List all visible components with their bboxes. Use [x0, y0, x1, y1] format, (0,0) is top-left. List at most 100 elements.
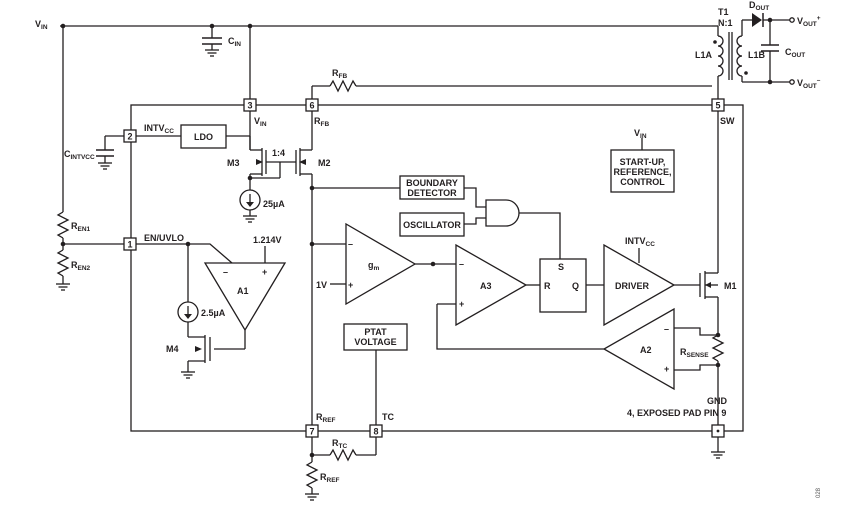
- a2-amplifier: A2 – +: [602, 307, 675, 391]
- vout-negative-terminal: VOUT–: [797, 77, 821, 90]
- svg-text:1: 1: [127, 240, 132, 250]
- transformer-t1: T1 N:1 L1A L1B: [695, 7, 766, 86]
- svg-text:3: 3: [247, 101, 252, 111]
- svg-text:R: R: [544, 281, 551, 291]
- svg-text:A2: A2: [640, 345, 652, 355]
- svg-text:8: 8: [373, 427, 378, 437]
- rtc-resistor: RTC: [312, 438, 376, 462]
- svg-text:2: 2: [127, 132, 132, 142]
- svg-text:RTC: RTC: [332, 438, 347, 450]
- svg-text:CIN: CIN: [228, 36, 241, 48]
- svg-text:VIN: VIN: [254, 116, 267, 128]
- cintvcc-capacitor: CINTVCC: [64, 136, 114, 170]
- svg-text:2.5µA: 2.5µA: [201, 308, 226, 318]
- svg-text:+: +: [348, 280, 353, 290]
- svg-text:1.214V: 1.214V: [253, 235, 282, 245]
- gnd-pin: [711, 424, 725, 438]
- svg-text:DOUT: DOUT: [749, 0, 769, 12]
- svg-text:VOUT–: VOUT–: [797, 77, 821, 90]
- svg-text:6: 6: [309, 101, 314, 111]
- pin-3: 3: [243, 98, 257, 112]
- driver-block: DRIVER: [603, 243, 676, 327]
- svg-text:Q: Q: [572, 281, 579, 291]
- sr-latch: S R Q: [539, 258, 587, 313]
- svg-text:5: 5: [715, 101, 720, 111]
- boundary-detector-block: BOUNDARY DETECTOR: [399, 175, 465, 200]
- svg-text:T1: T1: [718, 7, 729, 17]
- pin-1: 1: [123, 237, 137, 251]
- cout-capacitor: COUT: [761, 20, 805, 82]
- svg-text:BOUNDARY: BOUNDARY: [406, 178, 458, 188]
- svg-text:A1: A1: [237, 286, 249, 296]
- m1-transistor: M1: [699, 271, 737, 299]
- m3-transistor: M3: [227, 148, 267, 190]
- svg-text:RREF: RREF: [316, 412, 336, 424]
- svg-text:EN/UVLO: EN/UVLO: [144, 233, 184, 243]
- svg-text:START-UP,: START-UP,: [620, 157, 666, 167]
- pin-7: 7: [305, 424, 319, 438]
- rref-resistor: RREF: [305, 461, 340, 501]
- pin-6: 6: [305, 98, 319, 112]
- svg-text:RFB: RFB: [332, 68, 347, 80]
- dout-diode: DOUT: [742, 0, 790, 27]
- svg-text:RSENSE: RSENSE: [680, 347, 709, 359]
- startup-reference-control-block: START-UP, REFERENCE, CONTROL: [610, 149, 675, 193]
- pin-8: 8: [369, 424, 383, 438]
- current-source-2-5ua: 2.5µA: [177, 244, 226, 337]
- svg-text:1:4: 1:4: [272, 148, 285, 158]
- svg-text:M2: M2: [318, 158, 331, 168]
- cin-capacitor: CIN: [202, 26, 241, 57]
- svg-text:1V: 1V: [316, 280, 327, 290]
- svg-text:RFB: RFB: [314, 116, 329, 128]
- svg-text:INTVCC: INTVCC: [144, 123, 174, 135]
- current-source-25ua: 25µA: [239, 189, 285, 223]
- svg-text:L1A: L1A: [695, 50, 713, 60]
- svg-text:gm: gm: [368, 260, 380, 272]
- ic-boundary: [130, 104, 744, 432]
- svg-text:–: –: [664, 324, 669, 334]
- svg-text:INTVCC: INTVCC: [625, 236, 655, 248]
- rfb-resistor: RFB: [312, 68, 712, 93]
- svg-text:M4: M4: [166, 344, 179, 354]
- svg-text:M1: M1: [724, 281, 737, 291]
- svg-text:+: +: [459, 299, 464, 309]
- a1-amplifier: A1 – +: [203, 262, 287, 332]
- svg-text:VOUT+: VOUT+: [797, 15, 821, 28]
- svg-text:REN1: REN1: [71, 221, 91, 233]
- oscillator-block: OSCILLATOR: [399, 212, 465, 237]
- svg-text:–: –: [348, 239, 353, 249]
- svg-text:REN2: REN2: [71, 260, 91, 272]
- svg-text:A3: A3: [480, 281, 492, 291]
- svg-text:–: –: [223, 267, 228, 277]
- pin-5: 5: [711, 98, 725, 112]
- ptat-voltage-block: PTAT VOLTAGE: [343, 323, 408, 351]
- svg-text:L1B: L1B: [748, 50, 766, 60]
- svg-text:VOLTAGE: VOLTAGE: [354, 337, 396, 347]
- and-gate: [485, 199, 520, 227]
- ldo-block: LDO: [180, 124, 227, 149]
- svg-text:+: +: [664, 364, 669, 374]
- svg-text:CINTVCC: CINTVCC: [64, 149, 95, 161]
- svg-text:REFERENCE,: REFERENCE,: [613, 167, 671, 177]
- svg-text:N:1: N:1: [718, 18, 733, 28]
- svg-text:+: +: [262, 267, 267, 277]
- svg-text:RREF: RREF: [320, 472, 340, 484]
- svg-text:COUT: COUT: [785, 47, 805, 59]
- svg-text:–: –: [459, 259, 464, 269]
- svg-text:4, EXPOSED PAD PIN 9: 4, EXPOSED PAD PIN 9: [627, 408, 726, 418]
- svg-text:LDO: LDO: [194, 132, 213, 142]
- svg-text:GND: GND: [707, 396, 728, 406]
- svg-text:VIN: VIN: [634, 128, 647, 140]
- svg-text:PTAT: PTAT: [364, 327, 387, 337]
- svg-text:DETECTOR: DETECTOR: [407, 188, 457, 198]
- svg-text:7: 7: [309, 427, 314, 437]
- svg-text:SW: SW: [720, 116, 735, 126]
- pin-2: 2: [123, 129, 137, 143]
- m4-transistor: M4: [166, 335, 211, 379]
- svg-text:S: S: [558, 262, 564, 272]
- a3-comparator: A3 – +: [455, 243, 528, 327]
- svg-text:DRIVER: DRIVER: [615, 281, 650, 291]
- svg-text:VIN: VIN: [35, 19, 48, 31]
- svg-text:OSCILLATOR: OSCILLATOR: [403, 220, 461, 230]
